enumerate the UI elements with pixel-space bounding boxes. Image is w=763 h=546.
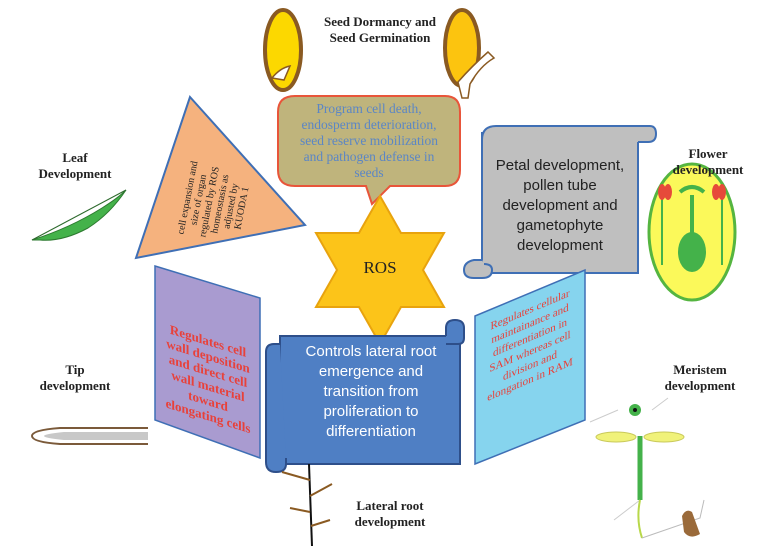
seed-bubble-line1: Program cell death, [316, 101, 422, 116]
root-scroll-line4: proliferation to [323, 403, 419, 420]
root-scroll-line2: emergence and [318, 363, 424, 380]
root-scroll-line1: Controls lateral root [305, 343, 437, 360]
seed-label: Seed Dormancy and Seed Germination [300, 14, 460, 46]
meristem-label-line1: Meristem [673, 362, 727, 377]
flower-icon [647, 162, 737, 302]
seed-bubble-line5: seeds [354, 165, 384, 180]
lateral-root-icon [281, 463, 333, 546]
tip-label-line1: Tip [65, 362, 85, 377]
tip-icon [30, 427, 148, 445]
leaf-label-line2: Development [38, 166, 112, 181]
flower-scroll-line3: development and [502, 197, 618, 214]
root-scroll-line3: transition from [323, 383, 419, 400]
meristem-panel [474, 268, 586, 466]
flower-scroll-line1: Petal development, [495, 157, 625, 174]
lateral-root-label-line1: Lateral root [356, 498, 424, 513]
leaf-label: Leaf Development [20, 150, 130, 182]
ros-label: ROS [363, 258, 397, 277]
root-scroll-line5: differentiation [326, 423, 416, 440]
tip-label-line2: development [39, 378, 111, 393]
flower-scroll-line5: development [517, 237, 603, 254]
lateral-root-label-line2: development [354, 514, 426, 529]
meristem-label-line2: development [664, 378, 736, 393]
flower-label-line1: Flower [688, 146, 728, 161]
seed-bubble-line4: and pathogen defense in [303, 149, 435, 164]
seed-dormant-icon [263, 8, 303, 92]
flower-label-line2: development [672, 162, 744, 177]
flower-scroll-text: Petal development, pollen tube developme… [482, 156, 638, 256]
root-scroll [265, 318, 465, 474]
seed-germinating-icon [443, 8, 496, 99]
meristem-icon [589, 397, 705, 539]
seed-bubble [277, 95, 461, 206]
meristem-label: Meristem development [640, 362, 760, 394]
tip-label: Tip development [20, 362, 130, 394]
lateral-root-label: Lateral root development [330, 498, 450, 530]
seed-bubble-line2: endosperm deterioration, [301, 117, 437, 132]
seed-label-line1: Seed Dormancy and [324, 14, 436, 29]
tip-panel [154, 264, 261, 460]
flower-scroll [462, 125, 658, 279]
leaf-label-line1: Leaf [62, 150, 88, 165]
seed-bubble-text: Program cell death, endosperm deteriorat… [282, 101, 456, 181]
flower-scroll-line2: pollen tube [523, 177, 597, 194]
flower-label: Flower development [658, 146, 758, 178]
root-scroll-text: Controls lateral root emergence and tran… [284, 342, 458, 442]
seed-label-line2: Seed Germination [329, 30, 431, 45]
seed-bubble-line3: seed reserve mobilization [300, 133, 438, 148]
flower-scroll-line4: gametophyte [516, 217, 604, 234]
leaf-triangle [134, 95, 307, 260]
leaf-icon [31, 189, 127, 241]
